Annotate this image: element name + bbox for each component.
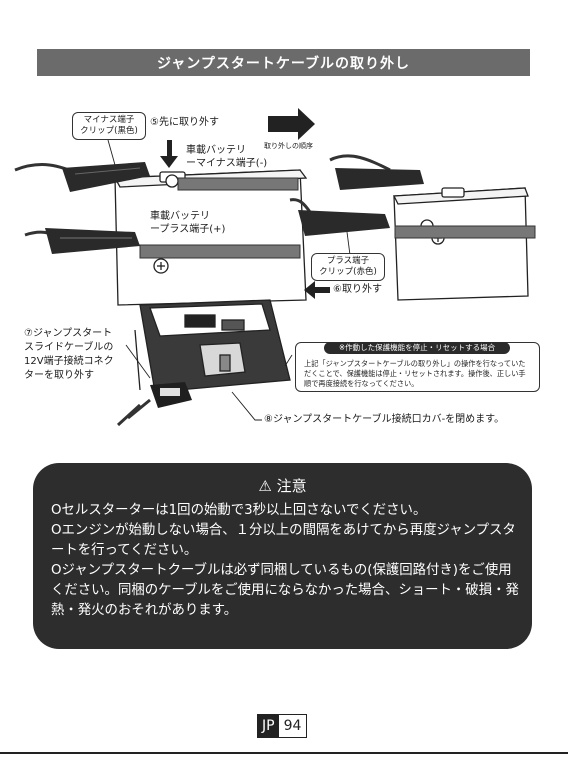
page-number: JP 94 [257, 714, 307, 738]
down-arrow-icon [160, 140, 178, 168]
right-battery [394, 188, 528, 300]
removal-order-label: 取り外しの順序 [264, 140, 313, 153]
battery-minus-label: 車載バッテリ ーマイナス端子(-) [186, 144, 267, 170]
bottom-rule [0, 752, 568, 754]
left-arrow-icon [304, 281, 330, 299]
reset-notice-body: 上記「ジャンプスタートケーブルの取り外し」の操作を行なっていただくことで、保護機… [304, 359, 532, 389]
connector [118, 382, 192, 425]
step6-label: ⑥取り外す [333, 283, 382, 296]
battery-plus-label: 車載バッテリ ープラス端子(+) [150, 210, 225, 236]
page-num: 94 [279, 715, 307, 737]
step8-label: ⑧ジャンプスタートケーブル接続口カバ-を閉めます。 [264, 413, 504, 426]
caution-item: Oセルスターターは1回の始動で3秒以上回さないでください。 [51, 501, 519, 521]
caution-list: Oセルスターターは1回の始動で3秒以上回さないでください。 Oエンジンが始動しな… [51, 501, 519, 621]
caution-title: ⚠ 注意 [33, 477, 532, 495]
page-language: JP [258, 715, 279, 737]
reset-notice: ※作動した保護機能を停止・リセットする場合 上記「ジャンプスタートケーブルの取り… [295, 342, 540, 392]
reset-notice-title: ※作動した保護機能を停止・リセットする場合 [324, 342, 510, 354]
caution-item: Oジャンプスタートクーブルは必ず同梱しているもの(保護回路付き)をご使用ください… [51, 561, 519, 621]
jump-starter-device [135, 300, 290, 392]
plus-clip-label: プラス端子 クリップ(赤色) [311, 253, 385, 281]
step5-label: ⑤先に取り外す [150, 116, 219, 129]
minus-clip-label: マイナス端子 クリップ(黒色) [72, 112, 146, 140]
step7-label: ⑦ジャンプスタート スライドケーブルの 12V端子接続コネク ターを取り外す [24, 327, 114, 383]
caution-item: Oエンジンが始動しない場合、１分以上の間隔をあけてから再度ジャンプスタートを行っ… [51, 521, 519, 561]
right-arrow-icon [268, 108, 315, 140]
caution-panel: ⚠ 注意 Oセルスターターは1回の始動で3秒以上回さないでください。 Oエンジン… [33, 463, 532, 649]
